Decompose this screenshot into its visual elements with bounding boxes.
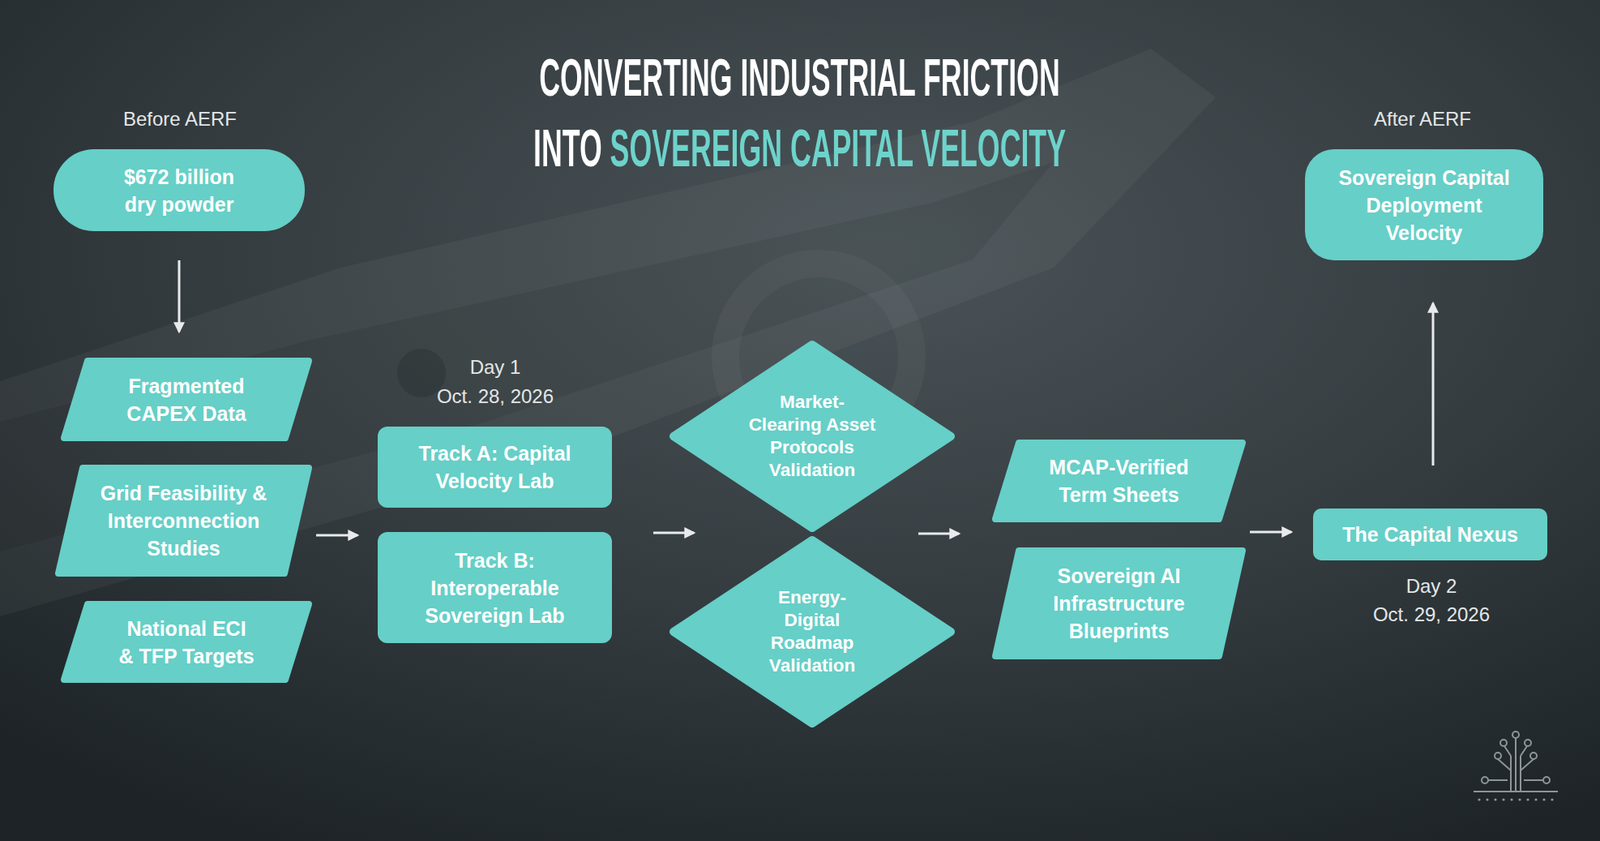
node-text: Track B: Interoperable Sovereign Lab [397,546,593,629]
node-text: Sovereign AI Infrastructure Blueprints [1026,561,1212,645]
stage-label: After AERF [1373,106,1472,132]
process-box: The Capital Nexus [1313,508,1548,561]
parallelogram-outline [995,442,1243,519]
date-label: Oct. 28, 2026 [436,384,554,409]
process-box: Track A: Capital Velocity Lab [377,426,612,508]
box-outline [1313,508,1548,561]
box-outline [377,426,612,508]
node-text: MCAP-Verified Term Sheets [1026,453,1212,509]
node-text: Grid Feasibility & Interconnection Studi… [89,479,279,562]
diamond-outline [673,539,951,723]
node-text: Energy-Digital Roadmap Validation [759,586,865,677]
diamond-outline [673,344,951,528]
connector-arrow [1432,303,1435,466]
node-text: The Capital Nexus [1325,520,1536,548]
box-outline [1304,149,1544,261]
stage-label: Before AERF [123,106,237,132]
date-label: Oct. 29, 2026 [1373,602,1490,627]
box-shape [53,149,305,232]
node-text: $672 billion dry powder [77,162,281,219]
connector-arrow [316,534,358,537]
box-shape [377,426,612,508]
connector-arrow [653,531,694,535]
parallelogram-shape [992,440,1245,522]
parallelogram-outline [58,467,309,574]
connector-arrow [178,260,181,332]
node-text: Market-Clearing Asset Protocols Validati… [746,390,878,482]
box-outline [53,149,305,232]
parallelogram-outline [64,360,309,438]
input-parallelogram: Grid Feasibility & Interconnection Studi… [55,465,312,576]
decision-diamond: Market-Clearing Asset Protocols Validati… [670,341,955,531]
process-box: Track B: Interoperable Sovereign Lab [377,531,612,643]
parallelogram-outline [64,603,309,680]
parallelogram-shape [61,601,312,682]
input-parallelogram: Fragmented CAPEX Data [61,358,312,441]
diamond-shape [670,536,955,727]
parallelogram-outline [995,550,1243,656]
stage-label: Day 2 [1406,573,1458,599]
stage-label: Day 1 [470,355,522,380]
node-text: Track A: Capital Velocity Lab [397,439,593,495]
output-parallelogram: Sovereign AI Infrastructure Blueprints [992,547,1245,659]
node-text: Sovereign Capital Deployment Velocity [1330,163,1519,247]
decision-diamond: Energy-Digital Roadmap Validation [670,536,955,727]
input-parallelogram: National ECI & TFP Targets [61,601,312,682]
diamond-shape [670,341,955,531]
node-text: National ECI & TFP Targets [94,614,279,670]
diagram-title: CONVERTING INDUSTRIAL FRICTION INTO SOVE… [515,42,1084,184]
node-text: Fragmented CAPEX Data [94,372,279,428]
output-parallelogram: MCAP-Verified Term Sheets [992,440,1245,522]
connector-arrow [1249,530,1292,534]
logo-icon [1473,731,1558,801]
connector-arrow [918,532,959,535]
start-pill: $672 billion dry powder [53,149,305,232]
end-pill: Sovereign Capital Deployment Velocity [1304,149,1544,261]
parallelogram-shape [61,358,312,441]
box-outline [377,531,612,643]
